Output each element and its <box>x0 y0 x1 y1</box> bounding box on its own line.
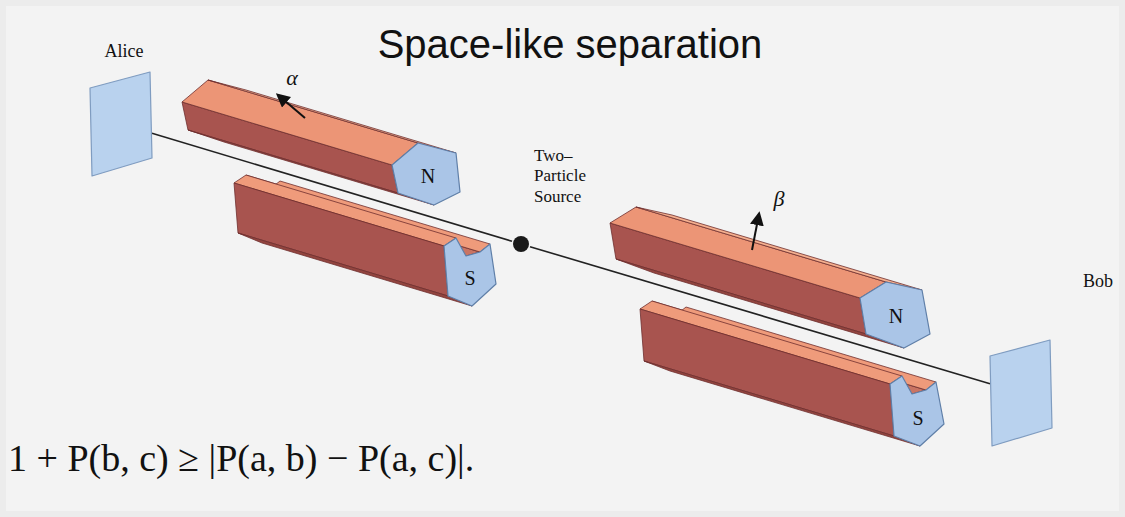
magnet-pole-face: S <box>444 238 496 306</box>
magnet-pole-face: N <box>860 282 930 348</box>
pole-letter: N <box>421 164 435 188</box>
detector-screen: Alice <box>90 72 152 176</box>
particle-source: Two– Particle Source <box>512 235 530 253</box>
pole-letter: S <box>912 406 923 430</box>
pole-letter: S <box>464 266 475 290</box>
orientation-arrow <box>278 95 305 118</box>
angle-label: β <box>774 186 785 212</box>
particle-beam <box>152 133 512 241</box>
bell-inequality: 1 + P(b, c) ≥ |P(a, b) − P(a, c)|. <box>8 436 474 480</box>
particle-source-shape <box>512 235 530 253</box>
slide-title: Space-like separation <box>378 22 763 67</box>
observer-name: Alice <box>105 41 144 63</box>
orientation-arrow <box>752 214 759 250</box>
source-label: Two– Particle Source <box>534 146 608 207</box>
magnet-pole-face: N <box>392 143 460 205</box>
slide-panel <box>6 6 1119 511</box>
particle-beam <box>530 247 990 384</box>
magnet-pole-face: S <box>890 376 944 446</box>
detector-screen-shape <box>990 340 1052 446</box>
detector-screen: Bob <box>990 340 1052 446</box>
angle-label: α <box>286 65 298 91</box>
pole-letter: N <box>889 304 903 328</box>
detector-screen-shape <box>90 72 152 176</box>
observer-name: Bob <box>1083 271 1113 293</box>
